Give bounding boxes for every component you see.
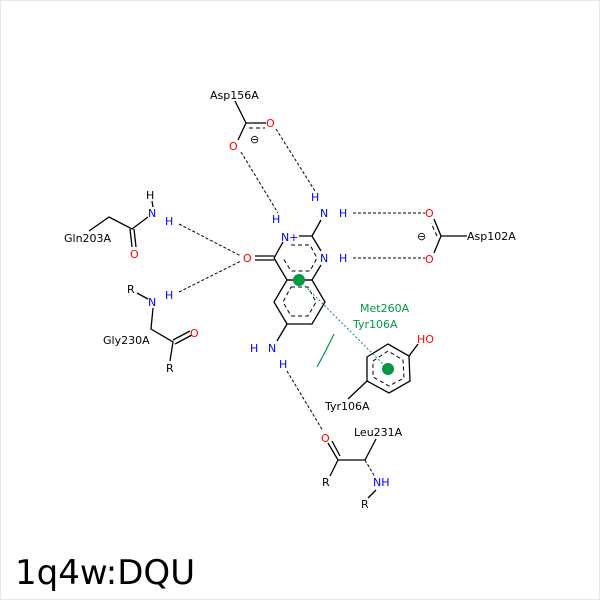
label-met260: Met260A [360, 302, 410, 315]
pi-stacking: Met260A Tyr106A [293, 274, 410, 375]
atom-r: R [166, 362, 174, 375]
atom-nh: NH [373, 476, 390, 489]
atom-n-plus: N+ [281, 231, 298, 244]
label-tyr106: Tyr106A [324, 400, 370, 413]
atom-h: H [279, 358, 287, 371]
residue-asp156: O O ⊖ Asp156A [210, 89, 275, 153]
atom-n-amine: N [268, 342, 276, 355]
atom-o: O [266, 117, 275, 130]
atom-o: O [229, 140, 238, 153]
atom-o: O [130, 248, 139, 261]
atom-o: O [425, 207, 434, 220]
charge-minus: ⊖ [250, 133, 259, 146]
hydrogen-bonds [178, 128, 425, 432]
atom-h: H [311, 191, 319, 204]
label-gln203: Gln203A [64, 232, 112, 245]
atom-o: O [425, 253, 434, 266]
atom-h: H [250, 342, 258, 355]
ring-centroid-tyr106 [382, 363, 394, 375]
atom-carbonyl-o: O [243, 252, 252, 265]
atom-n: N [148, 296, 156, 309]
atom-r: R [127, 283, 135, 296]
ligand-atoms: O N+ H N H N H H N H H [243, 191, 347, 371]
label-asp102: Asp102A [467, 230, 516, 243]
atom-o: O [321, 432, 330, 445]
charge-minus: ⊖ [417, 230, 426, 243]
atom-h: H [339, 252, 347, 265]
label-gly230: Gly230A [103, 334, 150, 347]
atom-r: R [361, 498, 369, 511]
ring-centroid-ligand [293, 274, 305, 286]
atom-h: H [165, 289, 173, 302]
hydrophobic-contact-arc [316, 333, 335, 368]
residue-gln203: N H H O Gln203A [64, 189, 173, 261]
atom-r: R [322, 476, 330, 489]
label-leu231: Leu231A [354, 426, 403, 439]
atom-o: O [190, 327, 199, 340]
atom-n: N [148, 207, 156, 220]
atom-n-amino: N [320, 207, 328, 220]
label-tyr106-pi: Tyr106A [352, 318, 398, 331]
atom-ho: HO [417, 333, 434, 346]
atom-h: H [339, 207, 347, 220]
atom-n: N [320, 252, 328, 265]
residue-asp102: O O ⊖ Asp102A [417, 207, 516, 266]
residue-tyr106: HO Tyr106A [324, 333, 434, 413]
label-asp156: Asp156A [210, 89, 259, 102]
residue-leu231: O R NH R Leu231A [321, 426, 403, 511]
diagram-title: 1q4w:DQU [15, 553, 196, 593]
atom-h: H [165, 215, 173, 228]
residue-gly230: R N H O R Gly230A [103, 283, 199, 375]
atom-h: H [146, 189, 154, 202]
atom-h: H [272, 213, 280, 226]
